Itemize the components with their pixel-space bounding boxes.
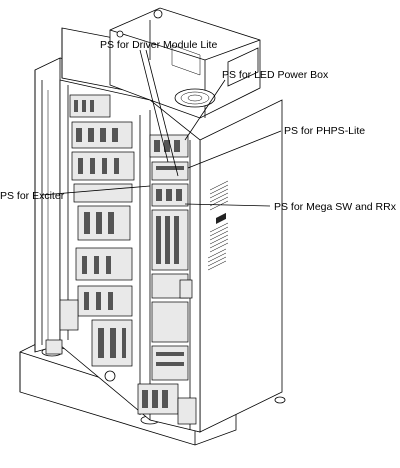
cabinet-top [109,7,261,119]
leader-lines [41,49,282,207]
cabinet-right-side [192,99,283,433]
leader-phps-lite [187,130,282,169]
label-mega-sw-rrx: PS for Mega SW and RRx [274,201,397,213]
right-rack-modules [137,134,197,425]
label-driver-module-lite: PS for Driver Module Lite [100,39,217,51]
leader-led-power-box [184,79,226,141]
label-phps-lite: PS for PHPS-Lite [284,125,365,137]
leader-driver-module-lite-b [145,49,179,177]
side-vents-lower [207,248,227,271]
label-exciter: PS for Exciter [0,190,65,202]
label-led-power-box: PS for LED Power Box [222,69,329,81]
side-vents-upper [209,180,229,253]
leader-exciter [41,185,151,196]
callout-labels: PS for Driver Module Lite PS for LED Pow… [0,39,397,213]
leader-mega-sw-rrx [184,203,271,207]
leader-driver-module-lite-a [139,49,169,163]
left-rack-modules [45,94,135,382]
